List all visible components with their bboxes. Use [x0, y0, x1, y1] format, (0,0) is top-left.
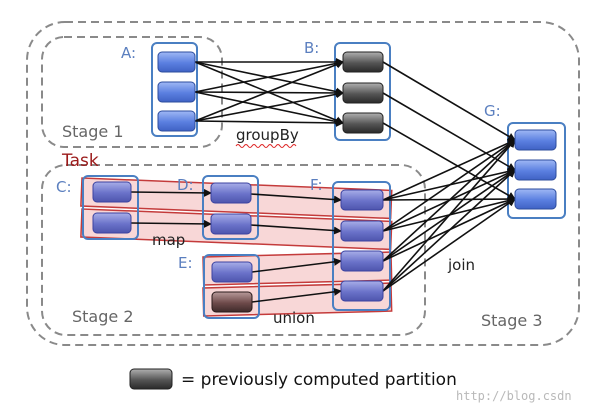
- label-join: join: [447, 256, 475, 274]
- rdd-e: [203, 254, 260, 319]
- edge: [382, 139, 516, 232]
- edge: [382, 139, 516, 262]
- edge: [382, 61, 516, 141]
- edge: [194, 118, 344, 127]
- partition: [514, 188, 557, 210]
- label-f: F:: [310, 176, 323, 194]
- rdd-c: [82, 175, 139, 240]
- edge: [382, 122, 516, 200]
- partition: [340, 280, 384, 302]
- label-task: Task: [61, 151, 99, 171]
- edge: [194, 90, 344, 122]
- partition: [514, 129, 557, 151]
- label-e: E:: [178, 254, 193, 272]
- computed-partition: [211, 291, 253, 313]
- label-union: union: [273, 309, 315, 327]
- computed-partition: [342, 112, 384, 134]
- partitions-a: [157, 51, 196, 132]
- label-stage2: Stage 2: [72, 307, 134, 326]
- edge: [194, 88, 344, 97]
- partitions-d: [210, 182, 252, 235]
- computed-partition: [342, 82, 384, 104]
- edge: [382, 198, 516, 292]
- edge: [194, 59, 344, 93]
- join-edges-from-b: [382, 61, 516, 200]
- stage2-boundary: [41, 164, 426, 336]
- edge: [250, 193, 342, 204]
- edge: [382, 169, 516, 292]
- edge: [382, 92, 516, 171]
- partition: [157, 81, 196, 103]
- label-map: map: [152, 231, 185, 249]
- rdd-d: [202, 175, 259, 240]
- edge: [194, 60, 344, 122]
- label-groupby: groupBy: [236, 126, 299, 144]
- legend-swatch: [129, 368, 173, 390]
- partitions-f: [340, 189, 384, 302]
- partition: [211, 261, 253, 283]
- partition: [210, 213, 252, 235]
- label-d: D:: [177, 176, 194, 194]
- partitions-e: [211, 261, 253, 313]
- edge: [382, 139, 516, 201]
- legend-text: = previously computed partition: [181, 370, 457, 390]
- label-g: G:: [484, 102, 501, 120]
- partition: [514, 159, 557, 181]
- edge: [251, 287, 342, 303]
- partition: [157, 110, 196, 132]
- edge: [250, 224, 342, 235]
- groupby-edges: [194, 58, 344, 127]
- partitions-c: [92, 181, 132, 234]
- label-b: B:: [304, 39, 319, 57]
- stage1-boundary: [41, 36, 223, 148]
- edge: [130, 188, 212, 197]
- partition: [340, 220, 384, 242]
- watermark: http://blog.csdn: [456, 389, 572, 403]
- partitions-g: [514, 129, 557, 210]
- label-stage3: Stage 3: [481, 311, 543, 330]
- partition: [210, 182, 252, 204]
- label-c: C:: [56, 178, 72, 196]
- edge: [130, 219, 212, 228]
- partition: [340, 189, 384, 211]
- legend: = previously computed partition: [129, 368, 457, 390]
- label-stage1: Stage 1: [62, 122, 124, 141]
- partition: [92, 181, 132, 203]
- partitions-b-computed: [342, 51, 384, 134]
- partition: [92, 212, 132, 234]
- rdd-a: [151, 42, 198, 137]
- edge: [382, 139, 516, 292]
- label-a: A:: [121, 44, 136, 62]
- stage3-boundary: [26, 21, 580, 346]
- edge: [251, 257, 342, 273]
- narrow-edges: [130, 188, 342, 303]
- join-edges-from-f: [382, 139, 516, 292]
- spellcheck-underline: [235, 144, 297, 148]
- rdd-f: [332, 181, 391, 311]
- computed-partition: [342, 51, 384, 73]
- partition: [340, 250, 384, 272]
- partition: [157, 51, 196, 73]
